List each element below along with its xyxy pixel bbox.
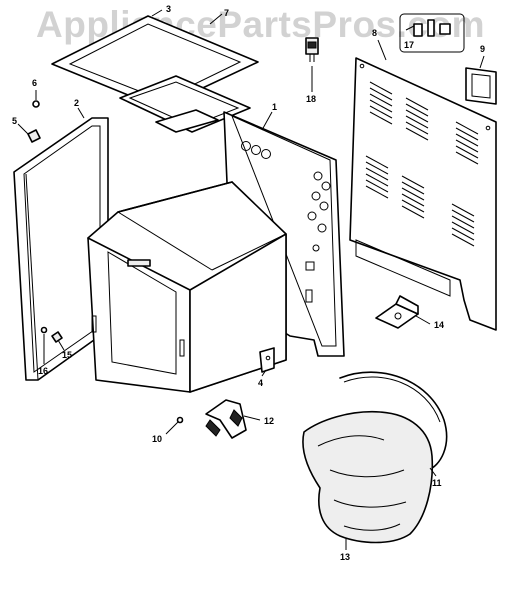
- callout-4: 4: [258, 378, 263, 388]
- part-5-clip[interactable]: [27, 129, 41, 143]
- callout-10: 10: [152, 434, 162, 444]
- part-12-hinge[interactable]: [205, 399, 247, 439]
- callout-16: 16: [38, 366, 48, 376]
- part-10-screw[interactable]: [176, 416, 184, 424]
- oven-cavity[interactable]: [87, 181, 287, 393]
- callout-17: 17: [404, 40, 414, 50]
- part-18-terminal-block[interactable]: [305, 37, 319, 92]
- part-3-top-cover[interactable]: [51, 15, 259, 133]
- callout-7: 7: [224, 8, 229, 18]
- callout-2: 2: [74, 98, 79, 108]
- callout-15: 15: [62, 350, 72, 360]
- part-17-bracket-kit[interactable]: [399, 13, 465, 53]
- part-8-rear-panel[interactable]: [349, 57, 497, 331]
- callout-5: 5: [12, 116, 17, 126]
- part-11-gasket-ring[interactable]: [339, 371, 448, 471]
- callout-11: 11: [432, 478, 442, 488]
- leader-lines: [17, 9, 485, 550]
- part-15-clip[interactable]: [51, 331, 63, 343]
- part-4-corner-bracket[interactable]: [259, 347, 275, 373]
- callout-18: 18: [306, 94, 316, 104]
- callout-1: 1: [272, 102, 277, 112]
- callout-6: 6: [32, 78, 37, 88]
- callout-12: 12: [264, 416, 274, 426]
- callout-13: 13: [340, 552, 350, 562]
- part-9-small-bracket[interactable]: [465, 67, 497, 105]
- callout-9: 9: [480, 44, 485, 54]
- part-16-screw[interactable]: [40, 326, 48, 334]
- part-14-bracket[interactable]: [375, 295, 419, 329]
- part-13-insulation[interactable]: [302, 410, 434, 544]
- callout-3: 3: [166, 4, 171, 14]
- callout-14: 14: [434, 320, 444, 330]
- callout-8: 8: [372, 28, 377, 38]
- part-6-screw[interactable]: [32, 96, 40, 108]
